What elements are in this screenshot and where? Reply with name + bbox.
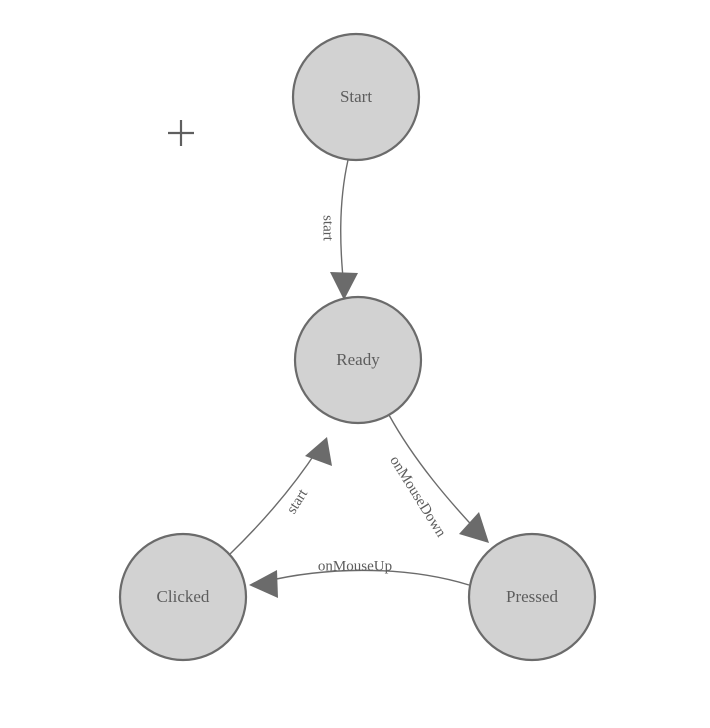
node-shape[interactable]	[293, 295, 423, 425]
edge-path[interactable]	[340, 159, 349, 289]
edge-label-group: onMouseUp	[318, 558, 392, 574]
node-label-clicked: Clicked	[157, 587, 210, 606]
edge-label-start-to-ready: start	[320, 215, 336, 242]
arrowhead-icon	[305, 437, 332, 466]
node-start[interactable]: Start	[291, 32, 421, 162]
arrowhead-icon	[249, 570, 278, 598]
edge-ready-to-pressed[interactable]: onMouseDown	[386, 414, 489, 543]
node-ready[interactable]: Ready	[293, 295, 423, 425]
edge-start-to-ready[interactable]: start	[320, 159, 358, 300]
node-shape[interactable]	[291, 32, 421, 162]
arrowhead-icon	[459, 512, 489, 543]
node-pressed[interactable]: Pressed	[467, 532, 597, 662]
edge-label-group: onMouseDown	[386, 453, 449, 540]
node-label-pressed: Pressed	[506, 587, 558, 606]
edge-label-ready-to-pressed: onMouseDown	[386, 453, 449, 540]
node-label-start: Start	[340, 87, 372, 106]
edge-clicked-to-ready[interactable]: start	[228, 437, 332, 556]
node-clicked[interactable]: Clicked	[118, 532, 248, 662]
edge-label-group: start	[320, 215, 336, 242]
node-shape[interactable]	[118, 532, 248, 662]
edge-path[interactable]	[388, 414, 480, 534]
nodes-layer: Start Ready Clicked Pressed	[118, 32, 597, 662]
node-label-ready: Ready	[336, 350, 380, 369]
edge-path[interactable]	[262, 569, 470, 586]
edge-label-pressed-to-clicked: onMouseUp	[318, 558, 392, 574]
edge-pressed-to-clicked[interactable]: onMouseUp	[249, 558, 470, 598]
node-shape[interactable]	[467, 532, 597, 662]
plus-marker-icon[interactable]	[168, 120, 194, 146]
arrowhead-icon	[330, 272, 358, 300]
edge-path[interactable]	[228, 448, 319, 556]
